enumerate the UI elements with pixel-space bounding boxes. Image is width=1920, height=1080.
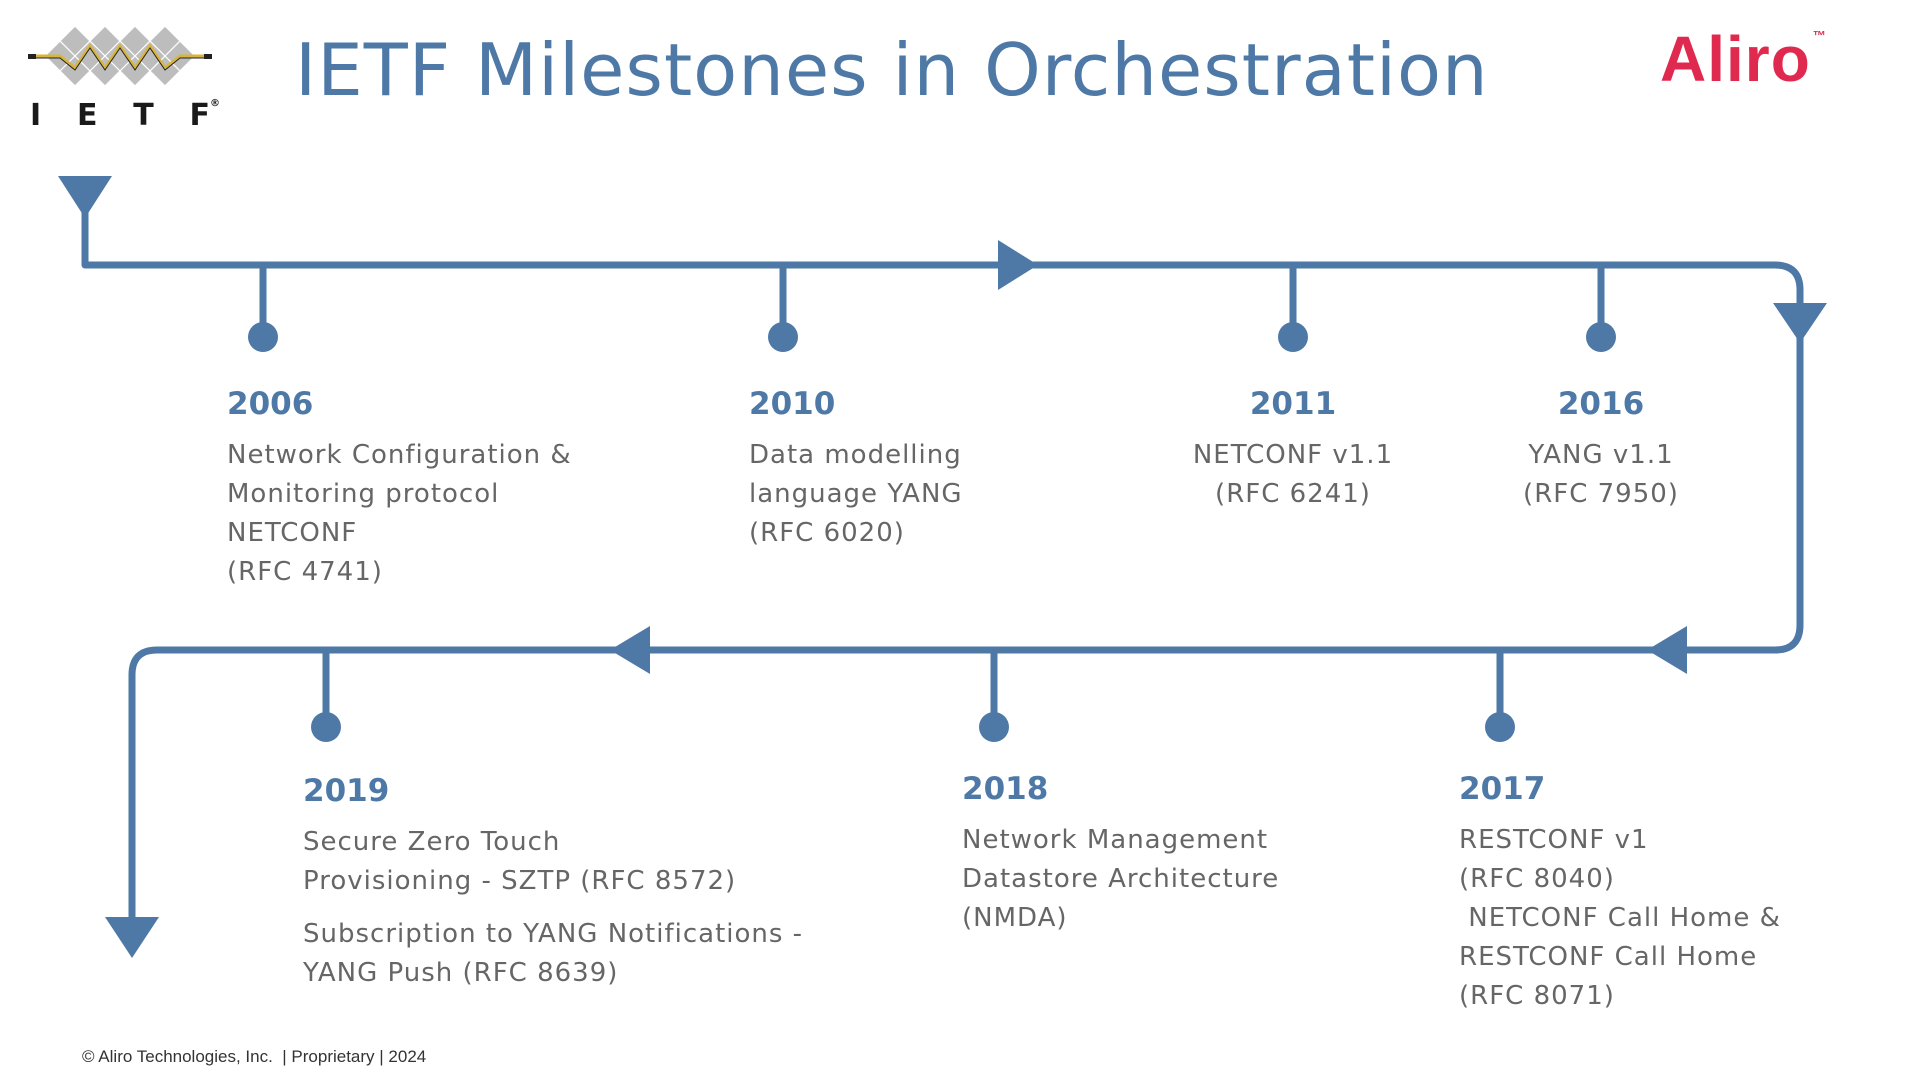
milestone-2016: 2016 YANG v1.1 (RFC 7950) [1491, 386, 1711, 514]
milestone-2006: 2006 Network Configuration & Monitoring … [227, 386, 627, 592]
milestone-dot-2011 [1278, 322, 1308, 352]
arrow-start-down-icon [58, 176, 112, 218]
milestone-2011: 2011 NETCONF v1.1 (RFC 6241) [1158, 386, 1428, 514]
description-line: language YANG [749, 479, 963, 509]
timeline-top-line [81, 206, 1804, 929]
description-line: Monitoring protocol [227, 479, 500, 509]
milestone-description: YANG v1.1 (RFC 7950) [1491, 436, 1711, 514]
description-line: YANG v1.1 [1528, 440, 1674, 470]
description-line: Provisioning - SZTP (RFC 8572) [303, 866, 737, 896]
page-title: IETF Milestones in Orchestration [295, 28, 1489, 112]
milestone-year: 2010 [749, 386, 836, 422]
ietf-logo-mark-icon [28, 26, 212, 86]
description-line: NETCONF Call Home & [1459, 903, 1781, 933]
description-line: (RFC 8040) [1459, 864, 1615, 894]
ietf-logo [28, 26, 228, 136]
description-line: (NMDA) [962, 903, 1068, 933]
description-line: Secure Zero Touch [303, 827, 561, 857]
trademark-mark: ™ [1812, 28, 1827, 43]
registered-mark: ® [209, 98, 220, 109]
description-line: RESTCONF Call Home [1459, 942, 1758, 972]
arrow-left-right-icon [1647, 626, 1687, 674]
description-line: (RFC 6020) [749, 518, 905, 548]
description-line: RESTCONF v1 [1459, 825, 1649, 855]
milestone-dot-2016 [1586, 322, 1616, 352]
milestone-dot-2018 [979, 712, 1009, 742]
arrow-down-right-icon [1773, 303, 1827, 343]
milestone-year: 2018 [962, 771, 1049, 807]
ietf-logo-letters: I E T F® [30, 98, 220, 133]
footer-copyright: © Aliro Technologies, Inc. | Proprietary… [82, 1047, 427, 1066]
milestone-year: 2006 [227, 386, 314, 422]
milestone-description: Network Configuration & Monitoring proto… [227, 436, 627, 592]
description-line: (RFC 7950) [1523, 479, 1679, 509]
arrow-left-middle-icon [610, 626, 650, 674]
description-line: Network Management [962, 825, 1269, 855]
milestone-2010: 2010 Data modelling language YANG (RFC 6… [749, 386, 1069, 553]
milestone-description: Secure Zero Touch Provisioning - SZTP (R… [303, 823, 863, 993]
milestone-dot-2019 [311, 712, 341, 742]
milestone-description: NETCONF v1.1 (RFC 6241) [1158, 436, 1428, 514]
milestone-description: RESTCONF v1 (RFC 8040) NETCONF Call Home… [1459, 821, 1899, 1016]
milestone-2019: 2019 Secure Zero Touch Provisioning - SZ… [303, 773, 863, 1007]
milestone-year: 2017 [1459, 771, 1546, 807]
description-line: (RFC 6241) [1215, 479, 1371, 509]
arrow-end-down-icon [105, 917, 159, 958]
ietf-letter: F® [189, 98, 220, 133]
ietf-letter: I [30, 98, 42, 133]
ietf-letter: T [133, 98, 154, 133]
milestone-dot-2010 [768, 322, 798, 352]
milestone-2018: 2018 Network Management Datastore Archit… [962, 771, 1392, 938]
milestone-year: 2019 [303, 773, 390, 809]
description-line: Network Configuration & [227, 440, 572, 470]
aliro-logo-text: Aliro [1660, 23, 1811, 95]
arrow-right-icon [998, 240, 1038, 290]
description-line: Subscription to YANG Notifications - [303, 919, 804, 949]
ietf-letter-f: F [189, 98, 210, 133]
description-paragraph: Subscription to YANG Notifications - YAN… [303, 915, 863, 993]
milestone-year: 2011 [1249, 386, 1337, 422]
description-line: NETCONF [227, 518, 358, 548]
ietf-letter: E [76, 98, 98, 133]
description-line: (RFC 8071) [1459, 981, 1615, 1011]
milestone-description: Data modelling language YANG (RFC 6020) [749, 436, 1069, 553]
description-line: YANG Push (RFC 8639) [303, 958, 619, 988]
milestone-year: 2016 [1557, 386, 1645, 422]
milestone-2017: 2017 RESTCONF v1 (RFC 8040) NETCONF Call… [1459, 771, 1899, 1016]
description-line: (RFC 4741) [227, 557, 383, 587]
description-line: Data modelling [749, 440, 962, 470]
description-line: NETCONF v1.1 [1192, 440, 1394, 470]
description-line: Datastore Architecture [962, 864, 1280, 894]
milestone-dot-2017 [1485, 712, 1515, 742]
milestone-dot-2006 [248, 322, 278, 352]
description-paragraph: Secure Zero Touch Provisioning - SZTP (R… [303, 823, 863, 901]
milestone-description: Network Management Datastore Architectur… [962, 821, 1392, 938]
